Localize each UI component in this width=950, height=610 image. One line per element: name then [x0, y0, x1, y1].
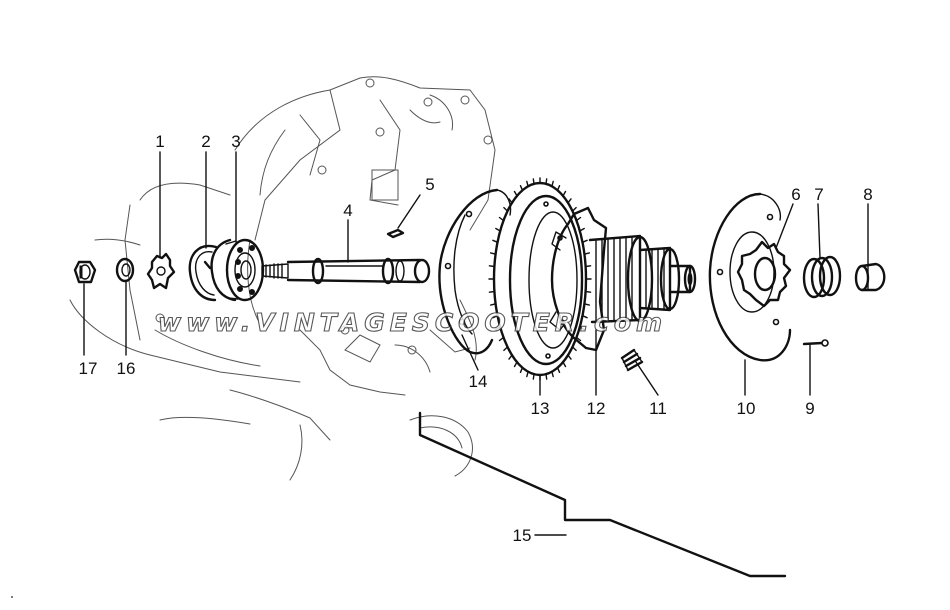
part-lock-plate — [146, 252, 176, 290]
callout-14: 14 — [469, 372, 488, 391]
leader-lines — [83, 151, 869, 536]
part-spline-hub — [736, 240, 792, 308]
callout-2: 2 — [201, 132, 210, 151]
part-pin — [802, 339, 829, 347]
callout-13: 13 — [531, 399, 550, 418]
part-housing-contour — [418, 411, 787, 578]
part-cap — [854, 262, 886, 292]
watermark-text: www.VINTAGESCOOTER.com — [158, 308, 667, 337]
callout-10: 10 — [737, 399, 756, 418]
part-cluster-gear — [549, 206, 697, 352]
part-nut — [73, 260, 97, 284]
part-ball-bearing — [210, 238, 265, 302]
callout-8: 8 — [863, 185, 872, 204]
part-gasket — [438, 188, 512, 355]
callout-7: 7 — [814, 185, 823, 204]
callout-5: 5 — [425, 175, 434, 194]
part-cover-plate — [708, 192, 792, 362]
callout-labels: 1 2 3 4 5 6 7 8 9 10 11 12 13 14 15 16 1… — [79, 132, 873, 545]
corner-dot — [11, 596, 13, 598]
callout-3: 3 — [231, 132, 240, 151]
callout-9: 9 — [805, 399, 814, 418]
callout-17: 17 — [79, 359, 98, 378]
callout-12: 12 — [587, 399, 606, 418]
callout-6: 6 — [791, 185, 800, 204]
callout-15: 15 — [513, 526, 532, 545]
part-spring-small — [620, 348, 644, 372]
callout-1: 1 — [155, 132, 164, 151]
part-coil-spring — [802, 255, 842, 299]
callout-11: 11 — [649, 399, 667, 418]
callout-16: 16 — [117, 359, 136, 378]
part-shaft — [261, 257, 431, 285]
callout-4: 4 — [343, 201, 352, 220]
part-washer — [115, 257, 135, 283]
part-ring-gear — [488, 177, 592, 381]
part-key — [386, 228, 405, 239]
part-circlip — [188, 244, 218, 302]
